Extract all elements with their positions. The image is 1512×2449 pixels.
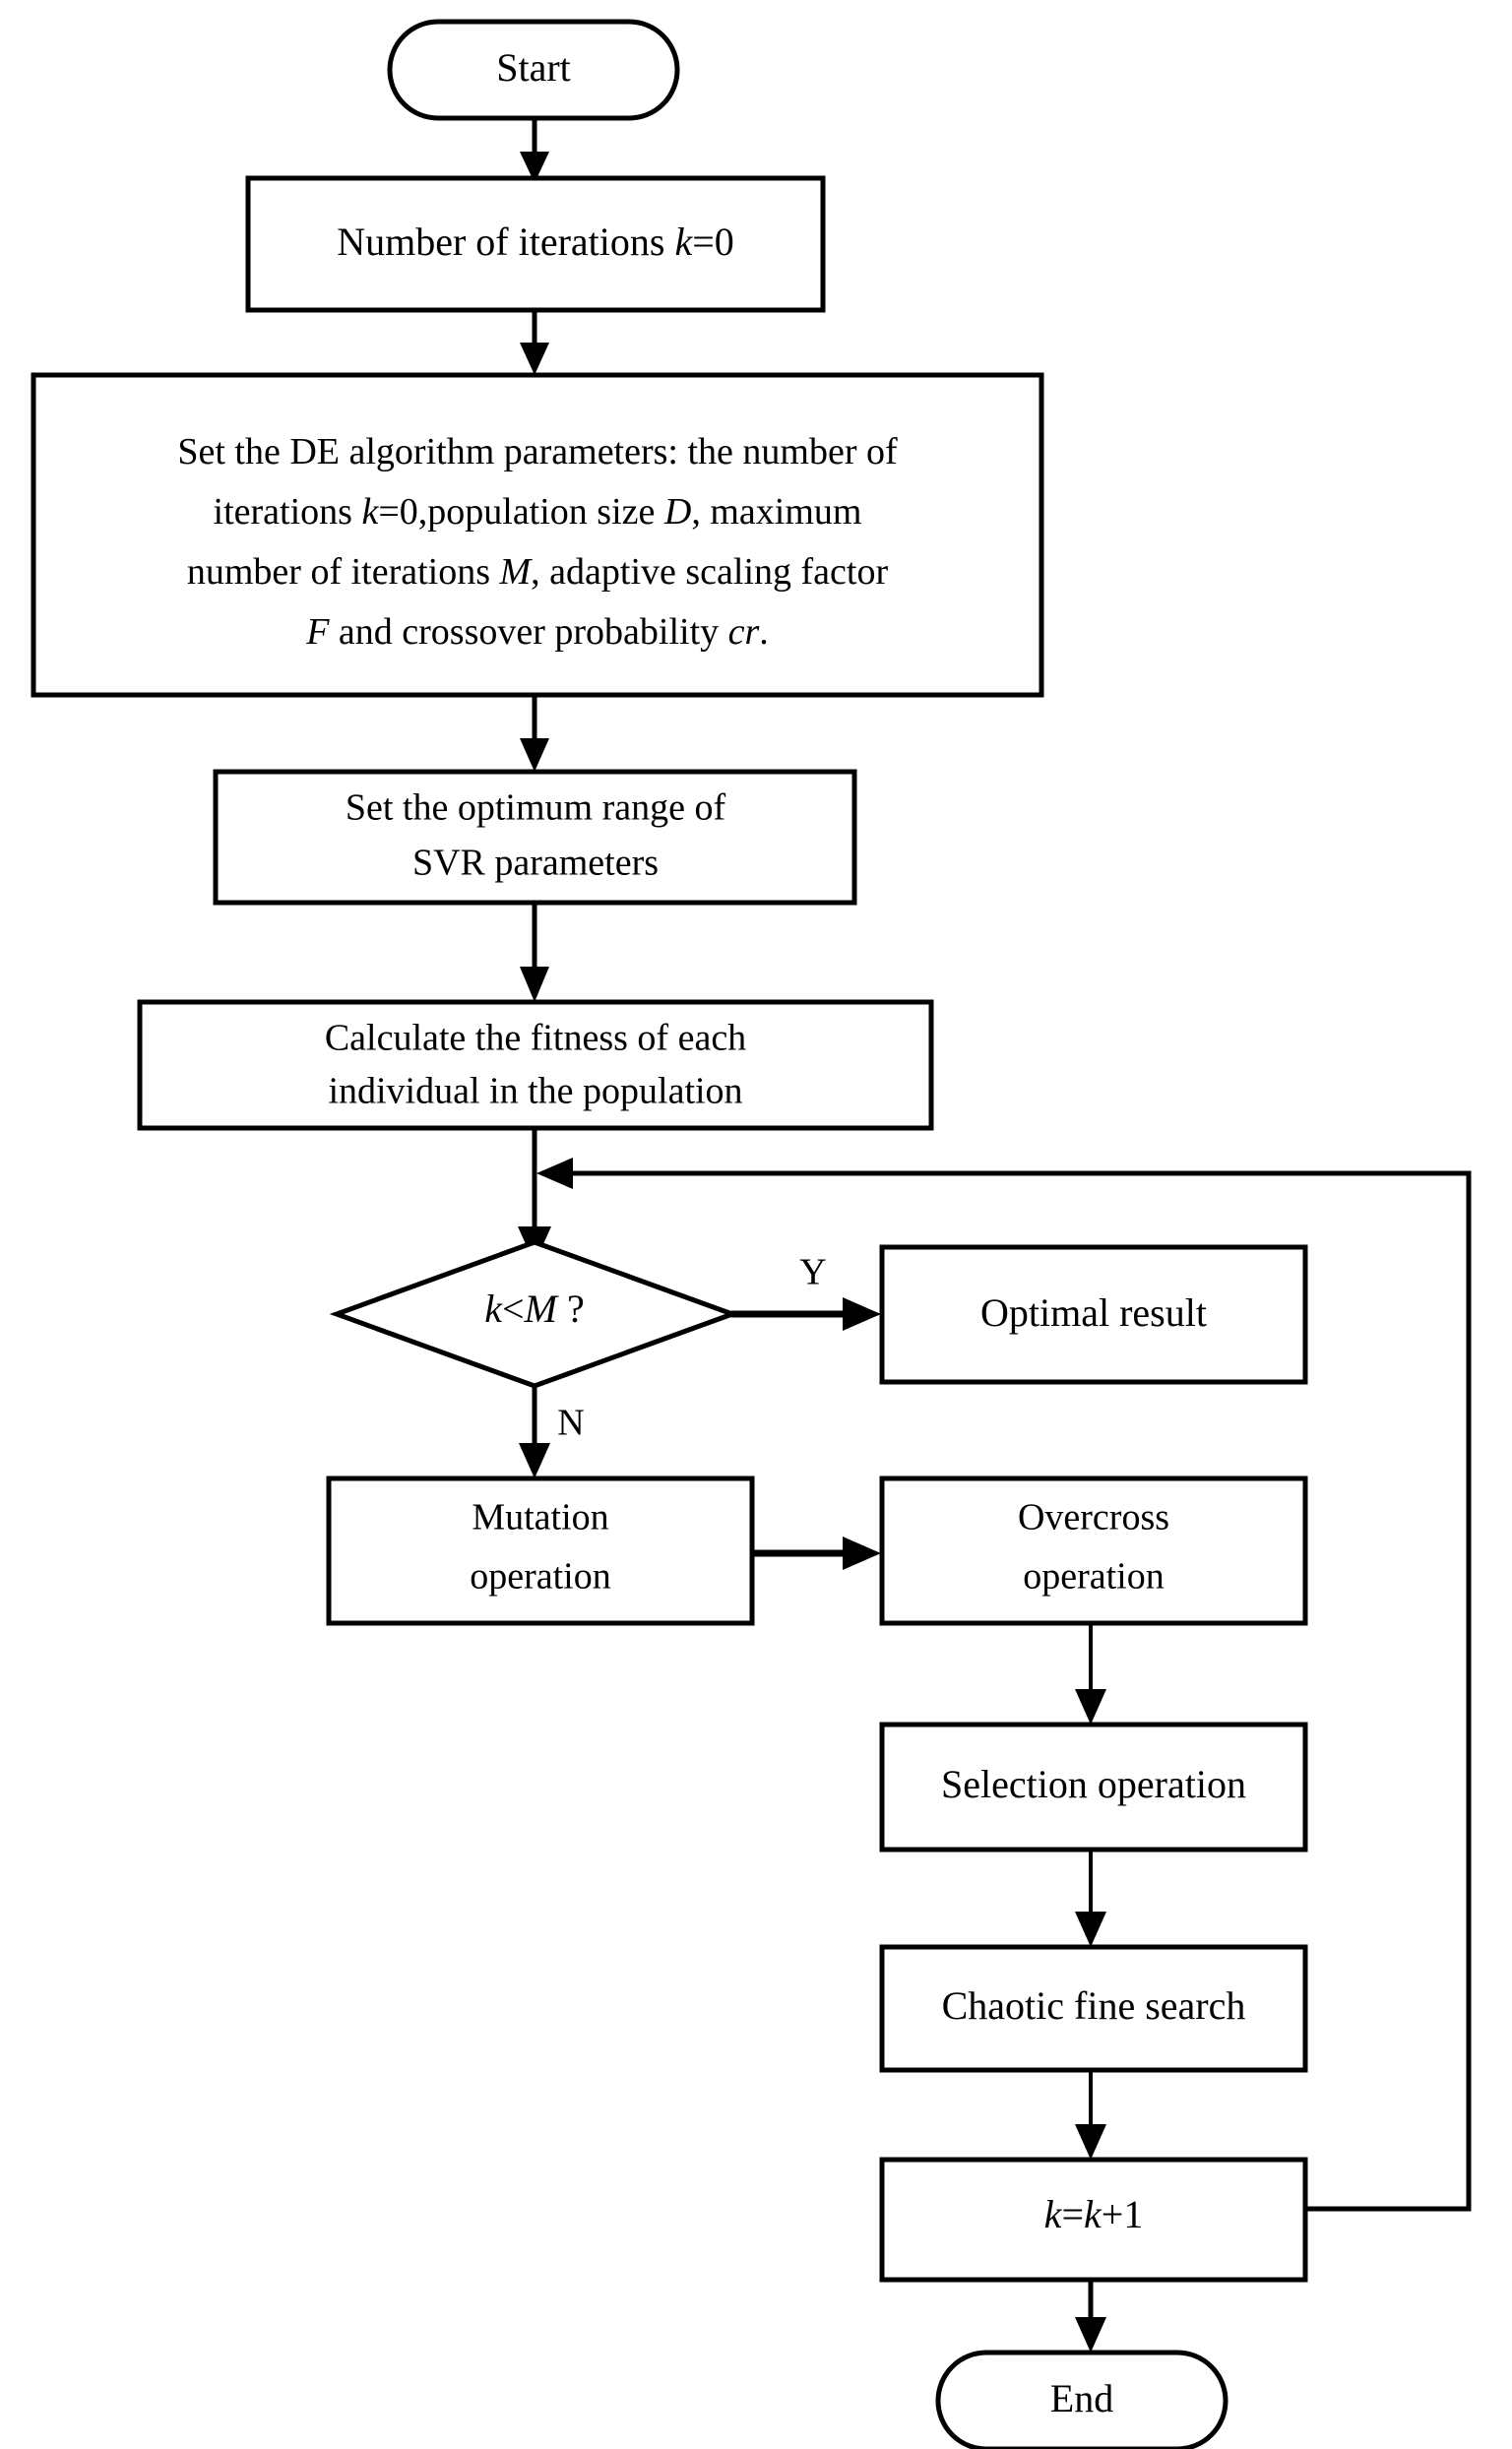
params-line2-c: , maximum xyxy=(691,491,861,533)
node-increment-k-label: k=k+1 xyxy=(1044,2192,1144,2236)
node-calc-fitness-line1: Calculate the fitness of each xyxy=(325,1018,746,1059)
params-line2-b: =0,population size xyxy=(378,491,664,533)
params-line4-var-cr: cr xyxy=(728,611,760,653)
node-end-label: End xyxy=(1050,2376,1113,2420)
node-optimal-result[interactable] xyxy=(879,1244,1308,1385)
node-decision-label: k<M ? xyxy=(484,1287,584,1331)
node-mutation-operation[interactable] xyxy=(326,1476,755,1626)
node-selection-operation[interactable] xyxy=(879,1722,1308,1852)
arrow-head-overcross-to-selection xyxy=(1075,1689,1106,1725)
node-set-de-params-line1: Set the DE algorithm parameters: the num… xyxy=(177,431,898,472)
params-line4-b: . xyxy=(759,611,769,653)
decision-op: < xyxy=(502,1287,525,1331)
decision-suffix: ? xyxy=(557,1287,585,1331)
node-overcross-operation[interactable] xyxy=(879,1476,1308,1626)
node-mutation-line1: Mutation xyxy=(472,1497,608,1538)
params-line3-var-m: M xyxy=(499,551,534,593)
node-start-label: Start xyxy=(496,45,571,90)
arrow-head-mutation-to-overcross xyxy=(843,1537,881,1570)
node-chaotic-label: Chaotic fine search xyxy=(942,1983,1246,2028)
node-calc-fitness-line2: individual in the population xyxy=(328,1071,742,1112)
node-overcross-line2: operation xyxy=(1023,1556,1165,1598)
arrow-head-selection-to-chaotic xyxy=(1075,1912,1106,1947)
arrow-head-feedback-loop xyxy=(536,1158,573,1189)
params-line4-var-f: F xyxy=(305,611,330,653)
edge-label-yes: Y xyxy=(799,1252,826,1293)
params-line1-text: Set the DE algorithm parameters: the num… xyxy=(177,431,898,472)
node-set-de-params-line2: iterations k=0,population size D, maximu… xyxy=(214,491,862,533)
init-label-prefix: Number of iterations xyxy=(337,220,674,264)
node-decision[interactable] xyxy=(329,1239,740,1389)
node-set-svr-range-line1: Set the optimum range of xyxy=(346,787,726,829)
node-end[interactable] xyxy=(935,2350,1228,2449)
node-chaotic-fine-search[interactable] xyxy=(879,1944,1308,2073)
node-set-de-params[interactable] xyxy=(31,372,1044,698)
node-optimal-result-label: Optimal result xyxy=(980,1290,1207,1335)
params-line4-a: and crossover probability xyxy=(329,611,727,653)
params-line3-a: number of iterations xyxy=(187,551,500,593)
node-calc-fitness[interactable] xyxy=(137,999,934,1131)
arrow-head-decision-yes xyxy=(843,1297,881,1331)
arrow-head-start-to-init xyxy=(520,152,549,183)
decision-var1: k xyxy=(484,1287,503,1331)
arrow-head-params-to-svr xyxy=(520,738,549,772)
params-line2-var-k: k xyxy=(361,491,379,533)
node-set-svr-range[interactable] xyxy=(213,769,857,906)
increment-suffix: +1 xyxy=(1102,2192,1144,2236)
arrow-head-init-to-params xyxy=(520,343,549,375)
node-set-de-params-line4: F and crossover probability cr. xyxy=(305,611,769,653)
node-set-de-params-line3: number of iterations M, adaptive scaling… xyxy=(187,551,889,593)
connector-feedback-loop xyxy=(561,1170,1472,2212)
node-overcross-line1: Overcross xyxy=(1018,1497,1169,1538)
init-label-var: k xyxy=(674,220,693,264)
node-init-iterations-label: Number of iterations k=0 xyxy=(337,220,734,264)
node-selection-label: Selection operation xyxy=(941,1762,1246,1806)
node-set-svr-range-line2: SVR parameters xyxy=(412,843,659,884)
arrow-head-decision-no xyxy=(519,1443,550,1478)
arrow-head-svr-to-fitness xyxy=(520,967,549,1002)
node-init-iterations[interactable] xyxy=(245,175,826,313)
params-line3-b: , adaptive scaling factor xyxy=(531,551,888,593)
init-label-suffix: =0 xyxy=(692,220,734,264)
node-start[interactable] xyxy=(387,19,680,121)
node-increment-k[interactable] xyxy=(879,2157,1308,2283)
params-line2-var-d: D xyxy=(663,491,691,533)
node-mutation-line2: operation xyxy=(470,1556,611,1598)
arrow-head-increment-to-end xyxy=(1075,2317,1106,2353)
decision-var2: M xyxy=(524,1287,560,1331)
edge-label-no: N xyxy=(557,1403,584,1444)
increment-var2: k xyxy=(1084,2192,1102,2236)
increment-eq: = xyxy=(1061,2192,1084,2236)
params-line2-a: iterations xyxy=(214,491,362,533)
increment-var1: k xyxy=(1044,2192,1063,2236)
arrow-head-chaotic-to-increment xyxy=(1075,2124,1106,2160)
